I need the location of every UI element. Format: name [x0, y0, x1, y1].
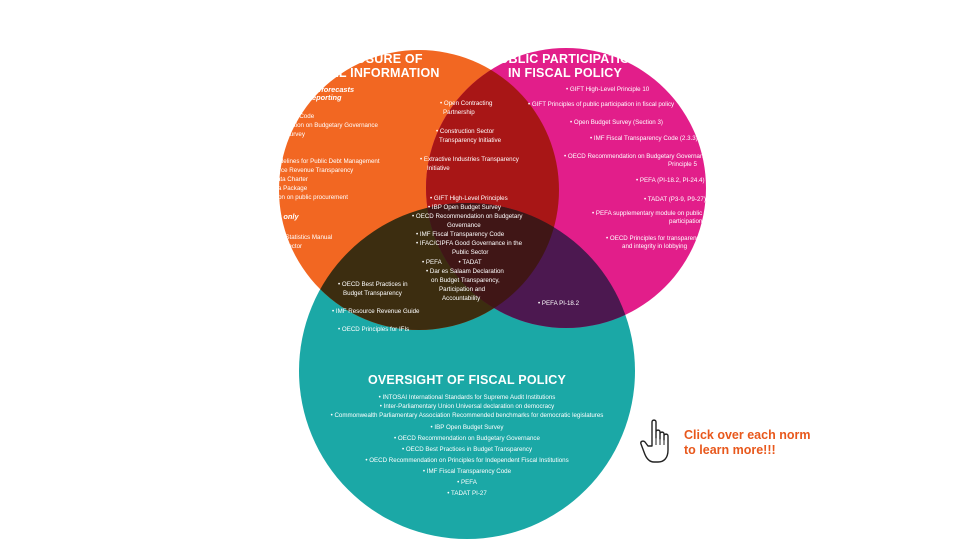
norm-dar-es-salaam[interactable]: • Dar es Salaam Declaration	[426, 268, 504, 275]
disclosure-title: DISCLOSURE OF FISCAL INFORMATION	[295, 52, 445, 80]
norm-imf-ftc[interactable]: • IMF Fiscal Transparency Code	[226, 113, 315, 120]
norm-intosai[interactable]: • INTOSAI International Standards for Su…	[378, 394, 556, 401]
norm-pefa-module-cont: participation	[669, 218, 703, 225]
norm-oecd-ifis[interactable]: • OECD Principles for IFIs	[338, 326, 410, 333]
norm-pefa-oversight[interactable]: • PEFA	[457, 479, 477, 486]
norm-oecd-bg-center[interactable]: • OECD Recommendation on Budgetary	[412, 213, 523, 220]
norm-imf-ftc-oversight[interactable]: • IMF Fiscal Transparency Code	[422, 468, 512, 475]
norm-oecd-lobbying-cont: and integrity in lobbying	[622, 243, 688, 250]
norm-gift-principles[interactable]: • GIFT Principles of public participatio…	[528, 101, 675, 108]
norm-gfs-manual[interactable]: • Government Finance Statistics Manual	[222, 234, 333, 241]
norm-imf-ftc-233[interactable]: • IMF Fiscal Transparency Code (2.3.3)	[590, 135, 698, 142]
norm-oecd-budgetary-governance[interactable]: • OECD Recommendation on Budgetary Gover…	[232, 122, 378, 129]
norm-pefa-18-24[interactable]: • PEFA (PI-18.2, PI-24.4)	[636, 177, 705, 184]
norm-iati-cont: Transparency Initiative	[245, 279, 308, 286]
norm-dar-cont-1: on Budget Transparency,	[431, 277, 500, 284]
norm-tadat-oversight[interactable]: • TADAT PI-27	[447, 490, 487, 497]
norm-iati[interactable]: • International Aid	[240, 270, 289, 277]
norm-imf-rrg[interactable]: • IMF Resource Revenue Guide	[332, 308, 420, 315]
norm-oecd-p5-cont: Principle 5	[668, 161, 697, 168]
norm-cost-cont: Transparency Initiative	[439, 137, 502, 144]
norm-eiti-cont: Initiative	[427, 165, 450, 172]
norm-ocp-cont: Partnership	[443, 109, 475, 116]
cta-line1: Click over each norm	[684, 428, 811, 442]
section-i-line2: and ex post reporting	[266, 93, 342, 103]
norm-tadat[interactable]: • TADAT	[224, 149, 248, 156]
norm-pefa[interactable]: • PEFA	[228, 140, 248, 147]
disclosure-title-line2: FISCAL INFORMATION	[300, 66, 440, 80]
norm-oecd-lobbying[interactable]: • OECD Principles for transparency	[606, 235, 703, 242]
norm-eiti[interactable]: • Extractive Industries Transparency	[420, 156, 519, 163]
participation-title-line2: IN FISCAL POLICY	[507, 66, 623, 80]
participation-title: PUBLIC PARTICIPATION IN FISCAL POLICY	[490, 52, 640, 80]
norm-dar-cont-3: Accountability	[442, 295, 481, 302]
norm-oecd-p5[interactable]: • OECD Recommendation on Budgetary Gover…	[564, 153, 710, 160]
section-i-line1: I Ex ante budgets/forecasts	[258, 85, 355, 94]
norm-ipsas-cont: Accounting Standards	[232, 251, 293, 258]
hand-pointer-icon	[640, 419, 669, 463]
norm-wb-imf-debt[interactable]: • World Bank-IMF Guidelines for Public D…	[220, 158, 380, 165]
norm-imf-resource-revenue[interactable]: • IMF Guide on Resource Revenue Transpar…	[218, 167, 354, 174]
norm-tadat-p3[interactable]: • TADAT (P3-9, P9-27)	[644, 196, 706, 203]
norm-gift-p10[interactable]: • GIFT High-Level Principle 10	[566, 86, 650, 93]
norm-gift-ofdp[interactable]: • GIFT Open Fiscal Data Package	[214, 185, 308, 192]
norm-ipsas[interactable]: • International Public Sector	[226, 243, 303, 250]
norm-cost[interactable]: • Construction Sector	[436, 128, 495, 135]
norm-ifac-cipfa-cont: Public Sector	[452, 249, 489, 256]
norm-pefa-18-2[interactable]: • PEFA PI-18.2	[538, 300, 580, 307]
norm-ibp-obs-center[interactable]: • IBP Open Budget Survey	[428, 204, 501, 211]
norm-imf-ftc-center[interactable]: • IMF Fiscal Transparency Code	[416, 231, 505, 238]
disclosure-section-ii-heading: II Ex post reporting only	[214, 212, 299, 221]
norm-obs-section3[interactable]: • Open Budget Survey (Section 3)	[570, 119, 663, 126]
overlap-participation-oversight	[426, 203, 635, 328]
norm-ibp-obs[interactable]: • IBP Open Budget Survey	[232, 131, 305, 138]
norm-oecd-best-practices-cont: Budget Transparency	[343, 290, 402, 297]
norm-open-data-charter[interactable]: • International Open Data Charter	[216, 176, 308, 183]
oversight-title: OVERSIGHT OF FISCAL POLICY	[367, 373, 567, 387]
norm-dar-cont-2: Participation and	[439, 286, 486, 293]
norm-ocp[interactable]: • Open Contracting	[440, 100, 493, 107]
norm-ibp-obs-oversight[interactable]: • IBP Open Budget Survey	[430, 424, 504, 431]
norm-oecd-best-practices[interactable]: • OECD Best Practices in	[338, 281, 408, 288]
cta-line2: to learn more!!!	[684, 443, 776, 457]
norm-oecd-procurement[interactable]: • OECD Recommendation on public procurem…	[213, 194, 348, 201]
norm-gift-hlp[interactable]: • GIFT High-Level Principles	[430, 195, 508, 202]
cta-text: Click over each norm to learn more!!!	[684, 428, 810, 458]
norm-ipu[interactable]: • Inter-Parliamentary Union Universal de…	[379, 403, 555, 410]
norm-oecd-bg-center-cont: Governance	[447, 222, 481, 229]
norm-oecd-bg-oversight[interactable]: • OECD Recommendation on Budgetary Gover…	[394, 435, 540, 442]
norm-oecd-ifi-oversight[interactable]: • OECD Recommendation on Principles for …	[365, 457, 569, 464]
norm-ifac-cipfa[interactable]: • IFAC/CIPFA Good Governance in the	[416, 240, 523, 247]
norm-cpa[interactable]: • Commonwealth Parliamentary Association…	[330, 412, 604, 419]
disclosure-section-i-heading: I Ex ante budgets/forecasts and ex post …	[258, 85, 355, 103]
disclosure-title-line1: DISCLOSURE OF	[317, 52, 423, 66]
norm-pefa-module[interactable]: • PEFA supplementary module on public	[592, 210, 703, 217]
norm-imf-sdds[interactable]: • IMF SDDS/GDDS	[236, 261, 290, 268]
norm-pefa-tadat-center[interactable]: • PEFA • TADAT	[422, 259, 482, 266]
norm-oecd-bp-oversight[interactable]: • OECD Best Practices in Budget Transpar…	[401, 446, 533, 453]
participation-title-line1: PUBLIC PARTICIPATION	[490, 52, 640, 66]
